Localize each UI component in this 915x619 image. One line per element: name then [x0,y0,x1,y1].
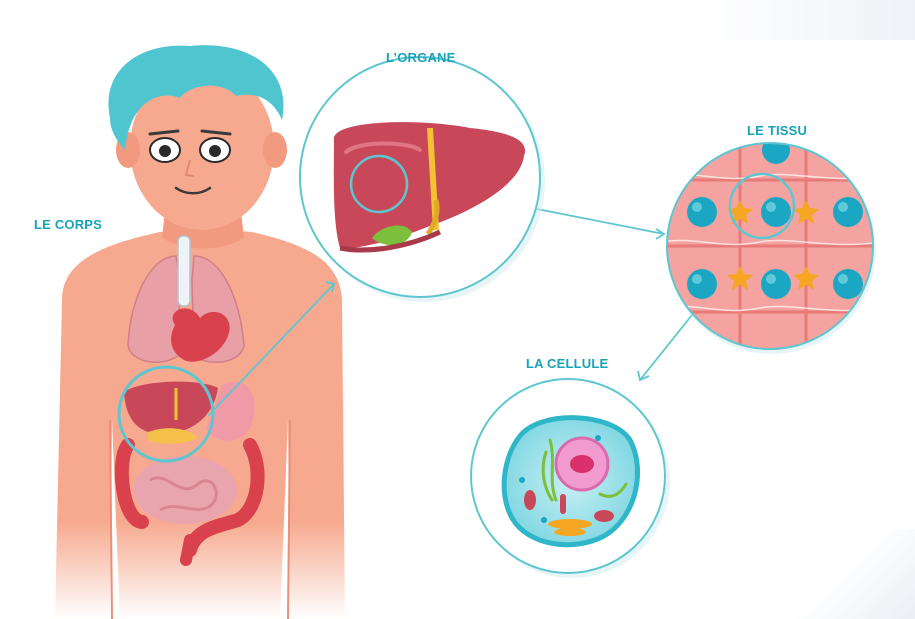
label-cell: LA CELLULE [526,356,608,371]
cell-icon [471,379,670,578]
label-organ: L’ORGANE [386,50,456,65]
liver-icon [300,57,545,302]
label-body: LE CORPS [34,217,102,232]
human-figure [55,45,345,619]
label-tissue: LE TISSU [747,123,807,138]
tissue-grid-icon [660,136,880,360]
